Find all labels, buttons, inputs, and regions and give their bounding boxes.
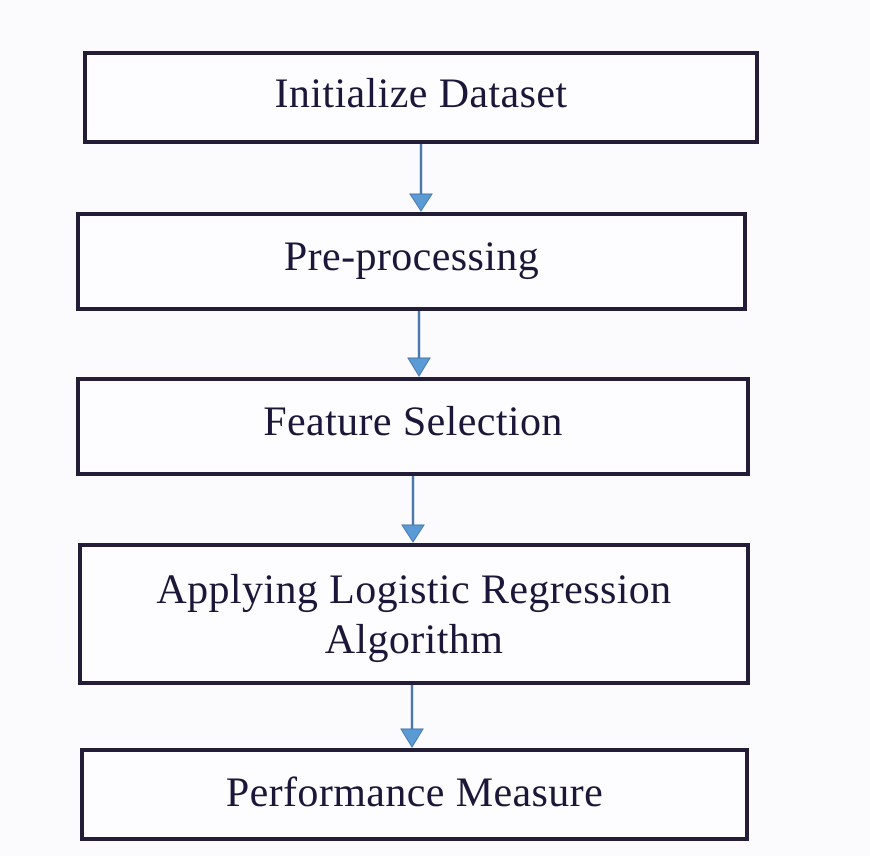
flow-node-label: Performance Measure [225,770,604,816]
arrow-initialize-dataset-to-pre-processing [409,144,433,212]
flow-node-applying-logistic-regression-algorithm[interactable]: Applying Logistic Regression Algorithm [78,543,750,685]
flow-node-label: Initialize Dataset [274,71,568,117]
flow-node-performance-measure[interactable]: Performance Measure [80,748,749,841]
arrow-applying-logistic-regression-algorithm-to-performance-measure [400,685,424,748]
arrow-pre-processing-to-feature-selection [407,311,431,377]
arrow-feature-selection-to-applying-logistic-regression-algorithm [401,476,425,543]
flow-node-pre-processing[interactable]: Pre-processing [76,212,747,311]
flow-node-label: Pre-processing [283,234,540,280]
flow-node-feature-selection[interactable]: Feature Selection [76,377,750,476]
flow-node-initialize-dataset[interactable]: Initialize Dataset [83,51,759,144]
flow-node-label: Feature Selection [263,399,563,445]
flow-node-label: Applying Logistic Regression Algorithm [156,567,672,663]
